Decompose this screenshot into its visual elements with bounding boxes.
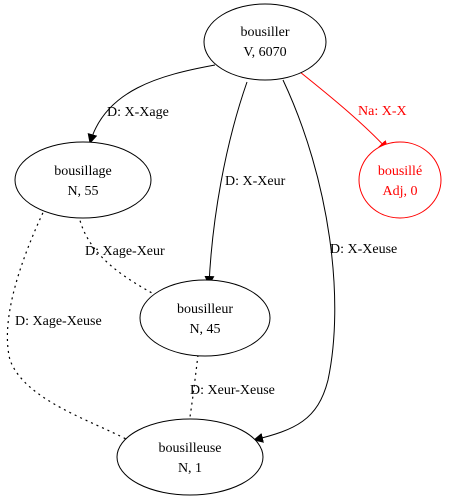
edge-line — [253, 79, 336, 443]
node-shape — [203, 3, 327, 81]
edge-label: D: X-Xeuse — [330, 242, 397, 257]
edge-bousillage-bousilleuse: D: Xage-Xeuse — [6, 201, 129, 441]
edge-line — [187, 354, 199, 431]
edge-bousilleur-bousilleuse: D: Xeur-Xeuse — [187, 354, 275, 431]
node-info: V, 6070 — [243, 45, 286, 60]
edge-bousiller-bousille: Na: X-X — [299, 71, 407, 151]
node-shape — [139, 279, 271, 357]
edge-bousiller-bousilleur: D: X-Xeur — [204, 81, 286, 286]
node-name: bousilleuse — [159, 441, 222, 456]
edge-label: D: Xage-Xeuse — [15, 314, 102, 329]
node-info: N, 45 — [189, 322, 220, 337]
node-bousilleuse[interactable]: bousilleuse N, 1 — [116, 418, 264, 496]
node-name: bousiller — [241, 25, 290, 40]
edge-label: D: Xage-Xeur — [85, 244, 165, 259]
edge-label: D: X-Xeur — [225, 174, 286, 189]
edge-label: D: Xeur-Xeuse — [190, 383, 275, 398]
edge-line — [204, 81, 248, 286]
edge-label: Na: X-X — [358, 104, 407, 119]
edge-bousillage-bousilleur: D: Xage-Xeur — [76, 202, 165, 294]
edge-line — [299, 71, 389, 151]
node-shape — [358, 141, 442, 219]
node-bousiller[interactable]: bousiller V, 6070 — [203, 3, 327, 81]
node-bousilleur[interactable]: bousilleur N, 45 — [139, 279, 271, 357]
edge-bousiller-bousillage: D: X-Xage — [87, 64, 216, 144]
edge-bousiller-bousilleuse: D: X-Xeuse — [253, 79, 397, 443]
node-name: bousilleur — [177, 302, 233, 317]
node-info: N, 1 — [178, 461, 202, 476]
node-name: bousillé — [378, 164, 422, 179]
node-name: bousillage — [54, 164, 112, 179]
node-info: N, 55 — [67, 184, 98, 199]
node-bousille[interactable]: bousillé Adj, 0 — [358, 141, 442, 219]
node-bousillage[interactable]: bousillage N, 55 — [14, 141, 152, 219]
node-shape — [116, 418, 264, 496]
node-shape — [14, 141, 152, 219]
edge-label: D: X-Xage — [107, 105, 169, 120]
edge-line — [87, 64, 216, 144]
node-info: Adj, 0 — [383, 184, 418, 199]
